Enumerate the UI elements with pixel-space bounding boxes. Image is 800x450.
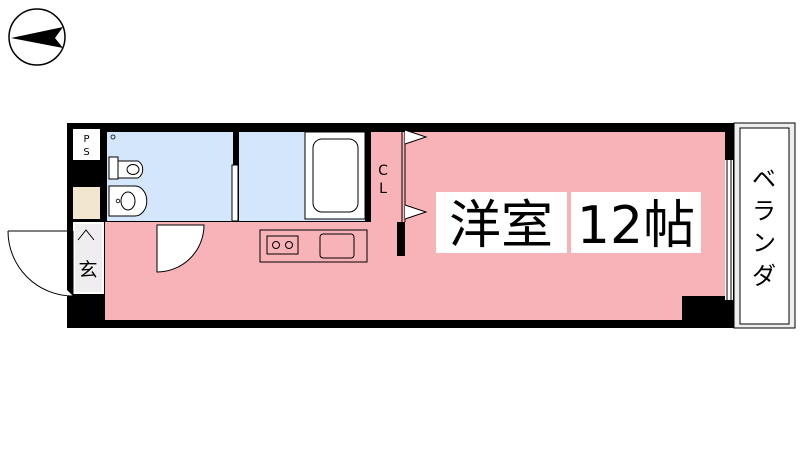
balcony-label-char-2: ラ: [752, 197, 776, 225]
balcony-label-char-4: ダ: [752, 262, 776, 290]
ps-label-bottom: S: [83, 147, 89, 158]
north-compass-icon: [8, 8, 66, 66]
room-label-bg-size: [571, 192, 701, 253]
room-size-label: 12帖: [577, 196, 695, 256]
ps-label-top: P: [83, 134, 89, 145]
closet-label-bottom: L: [379, 181, 387, 197]
entry-door: [7, 230, 74, 297]
closet: [370, 132, 400, 222]
sink-icon: [319, 233, 355, 259]
room-label-bg-name: [436, 192, 567, 253]
pipe-space: [73, 129, 100, 160]
balcony-label-char-1: ベ: [752, 165, 776, 193]
closet-label-top: C: [378, 163, 388, 179]
room-name-label: 洋室: [449, 196, 553, 256]
stove-burner-icon: [285, 241, 293, 249]
vent-icon: [110, 134, 116, 140]
closet-wall: [397, 222, 405, 256]
entrance-door-swing-mark: [77, 229, 95, 241]
washbasin-icon: [108, 185, 148, 217]
bath-sliding-door: [231, 164, 239, 222]
balcony-window: [725, 160, 733, 300]
balcony: [733, 122, 796, 329]
entrance-label: 玄: [78, 259, 97, 281]
washroom-door: [156, 224, 205, 273]
structural-column: [682, 296, 728, 324]
balcony-label-char-3: ン: [752, 229, 776, 257]
stove-burner-icon: [272, 241, 280, 249]
bathtub-icon: [304, 131, 366, 220]
entrance-step: [75, 224, 102, 292]
kitchen-counter: [259, 229, 368, 263]
toilet-icon: [108, 156, 144, 180]
shoe-storage: [73, 187, 100, 219]
closet-folding-doors: [401, 128, 428, 222]
